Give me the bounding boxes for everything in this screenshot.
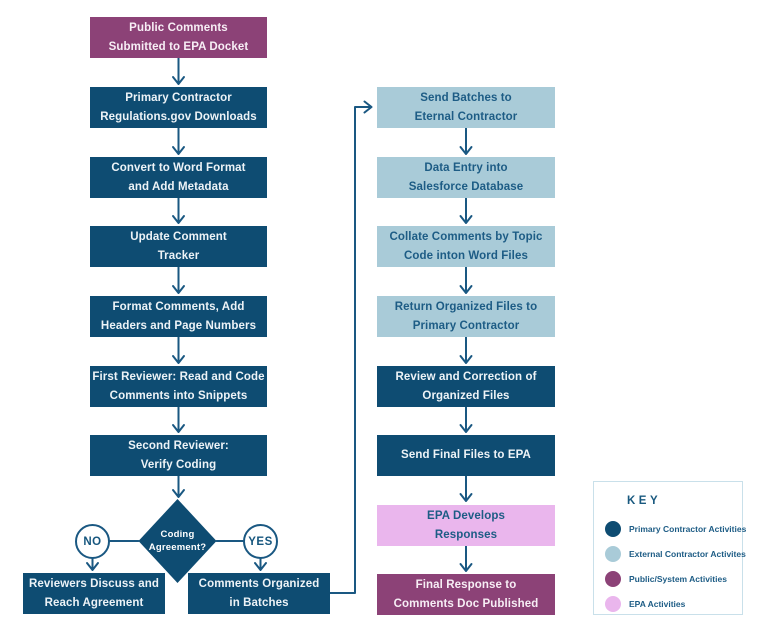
node-label-line: Eternal Contractor xyxy=(414,110,518,123)
node-label-line: Second Reviewer: xyxy=(128,439,229,452)
node-label-line: First Reviewer: Read and Code xyxy=(92,370,265,383)
node-label-line: Responses xyxy=(434,528,498,541)
node-label-line: Reach Agreement xyxy=(44,596,144,609)
key-title: KEY xyxy=(627,495,662,507)
key-item-public-system: Public/System Activities xyxy=(594,566,742,591)
node-return-organized-files: Return Organized Files to Primary Contra… xyxy=(377,296,555,337)
node-label-line: Format Comments, Add xyxy=(112,300,245,313)
yes-label: YES xyxy=(248,535,273,548)
node-label-line: Review and Correction of xyxy=(395,370,537,383)
node-comments-organized-batches: Comments Organized in Batches xyxy=(188,573,330,614)
node-label-line: Verify Coding xyxy=(140,458,217,471)
node-label-line: in Batches xyxy=(229,596,289,609)
decision-yes-circle: YES xyxy=(243,524,278,559)
arrow-no-down xyxy=(86,558,99,571)
decision-label: Coding Agreement? xyxy=(127,515,228,567)
arrow-down xyxy=(459,266,473,294)
node-send-batches-external: Send Batches to Eternal Contractor xyxy=(377,87,555,128)
key-panel: KEY Primary Contractor Activities Extern… xyxy=(593,481,746,616)
node-label-line: Primary Contractor xyxy=(412,319,520,332)
node-primary-contractor-downloads: Primary Contractor Regulations.gov Downl… xyxy=(90,87,267,128)
key-item-label: Primary Contractor Activities xyxy=(629,523,747,534)
node-label-line: EPA Develops xyxy=(427,509,505,522)
node-data-entry-salesforce: Data Entry into Salesforce Database xyxy=(377,157,555,198)
connector-batches-to-external xyxy=(329,100,373,594)
decision-no-circle: NO xyxy=(75,524,110,559)
node-convert-to-word-format: Convert to Word Format and Add Metadata xyxy=(90,157,267,198)
arrow-down xyxy=(459,197,473,224)
node-format-comments: Format Comments, Add Headers and Page Nu… xyxy=(90,296,267,337)
arrow-down xyxy=(172,266,185,294)
node-label-line: Organized Files xyxy=(422,389,510,402)
node-public-comments-submitted: Public Comments Submitted to EPA Docket xyxy=(90,17,267,58)
node-label-line: Final Response to xyxy=(415,578,517,591)
decision-label-line: Coding xyxy=(160,529,195,540)
node-collate-comments: Collate Comments by Topic Code inton Wor… xyxy=(377,226,555,267)
node-label-line: Update Comment xyxy=(130,230,227,243)
node-label-line: Send Final Files to EPA xyxy=(401,449,531,461)
arrow-down xyxy=(172,197,185,224)
key-item-label: External Contractor Activites xyxy=(629,548,746,559)
public-system-dot-icon xyxy=(605,570,621,587)
no-label: NO xyxy=(83,535,102,548)
node-label-line: Code inton Word Files xyxy=(404,249,528,262)
epa-dot-icon xyxy=(605,595,621,612)
node-label-line: Comments Doc Published xyxy=(393,597,539,610)
node-second-reviewer: Second Reviewer: Verify Coding xyxy=(90,435,267,476)
key-item-external-contractor: External Contractor Activites xyxy=(594,541,746,566)
node-label-line: and Add Metadata xyxy=(128,180,229,193)
node-label-line: Submitted to EPA Docket xyxy=(108,40,249,53)
arrow-down xyxy=(459,127,473,155)
decision-label-line: Agreement? xyxy=(148,542,207,553)
node-update-comment-tracker: Update Comment Tracker xyxy=(90,226,267,267)
node-label-line: Headers and Page Numbers xyxy=(100,319,257,332)
node-first-reviewer: First Reviewer: Read and Code Comments i… xyxy=(90,366,267,407)
node-label-line: Return Organized Files to xyxy=(394,300,538,313)
node-label-line: Send Batches to xyxy=(420,91,512,104)
arrow-down xyxy=(459,475,473,502)
key-item-label: Public/System Activities xyxy=(629,573,727,584)
node-label-line: Primary Contractor xyxy=(125,91,232,104)
node-label-line: Reviewers Discuss and xyxy=(29,577,159,590)
external-contractor-dot-icon xyxy=(605,545,621,562)
node-label-line: Collate Comments by Topic xyxy=(389,230,543,243)
arrow-down xyxy=(172,406,185,433)
node-label-line: Salesforce Database xyxy=(408,180,524,193)
arrow-down xyxy=(459,336,473,364)
node-reviewers-discuss: Reviewers Discuss and Reach Agreement xyxy=(23,573,165,614)
primary-contractor-dot-icon xyxy=(605,520,621,537)
node-label-line: Comments Organized xyxy=(198,577,320,590)
node-label-line: Tracker xyxy=(157,249,200,262)
node-final-response-published: Final Response to Comments Doc Published xyxy=(377,574,555,615)
arrow-down xyxy=(172,475,185,498)
node-label-line: Regulations.gov Downloads xyxy=(100,110,257,123)
node-send-final-files-epa: Send Final Files to EPA xyxy=(377,435,555,476)
arrow-down xyxy=(172,336,185,364)
node-review-correction: Review and Correction of Organized Files xyxy=(377,366,555,407)
arrow-down xyxy=(459,406,473,433)
key-item-label: EPA Activities xyxy=(629,598,686,609)
arrow-yes-down xyxy=(254,558,267,571)
arrow-down xyxy=(459,545,473,572)
node-label-line: Convert to Word Format xyxy=(111,161,246,174)
node-label-line: Public Comments xyxy=(129,21,228,34)
key-item-primary-contractor: Primary Contractor Activities xyxy=(594,516,746,541)
node-epa-develops-responses: EPA Develops Responses xyxy=(377,505,555,546)
node-label-line: Data Entry into xyxy=(424,161,508,174)
arrow-down xyxy=(172,57,185,85)
node-label-line: Comments into Snippets xyxy=(109,389,248,402)
key-item-epa: EPA Activities xyxy=(594,591,742,616)
arrow-down xyxy=(172,127,185,155)
